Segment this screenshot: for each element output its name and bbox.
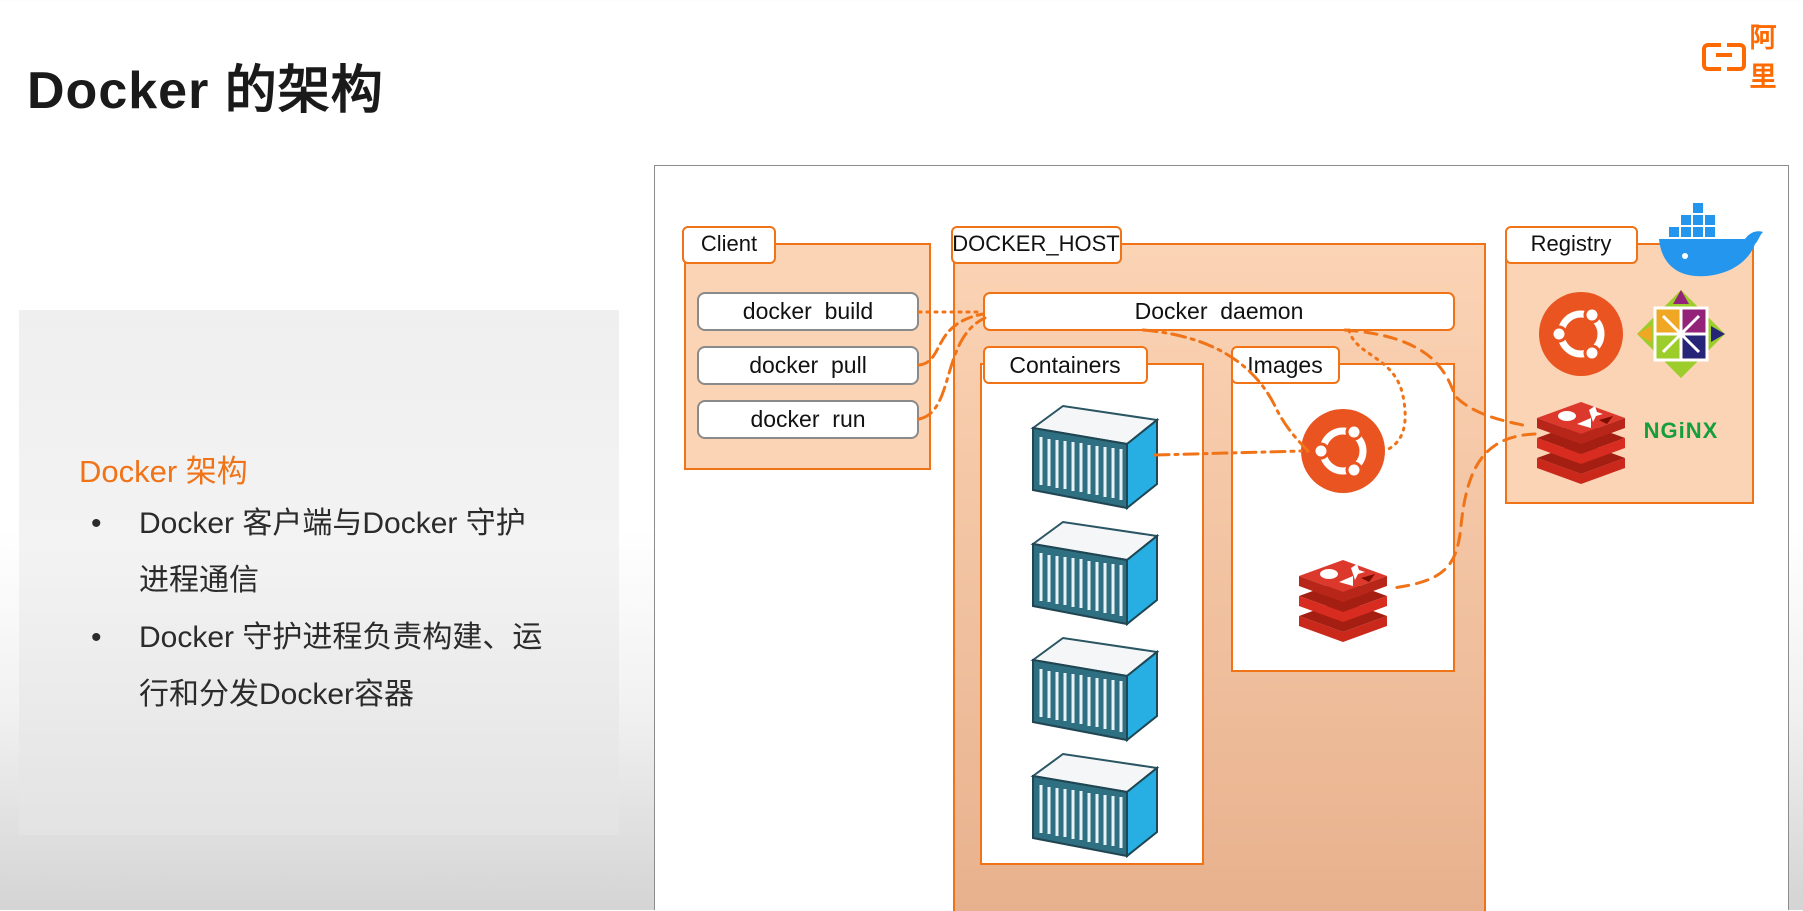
run-connector	[917, 316, 987, 421]
shipping-container-icon	[1031, 636, 1159, 742]
flow-connectors	[917, 310, 1537, 590]
bullet-line: 行和分发Docker容器	[139, 678, 415, 711]
registry-label: Registry	[1531, 231, 1612, 256]
daemon-images-run-connector	[1141, 328, 1310, 453]
brand-logo: 阿里	[1702, 23, 1803, 92]
registry-redis-image-connector	[1391, 432, 1537, 590]
centos-icon	[1637, 290, 1725, 378]
docker-host-label: DOCKER_HOST	[952, 231, 1119, 256]
nginx-logo: NGiNX	[1644, 418, 1719, 443]
daemon-registry-pull-connector	[1343, 328, 1529, 428]
shipping-container-icon	[1031, 752, 1159, 858]
registry-group: Registry	[1505, 203, 1763, 504]
panel-heading: Docker 架构	[79, 454, 248, 489]
brand-text: 阿里	[1749, 23, 1777, 92]
daemon-ubuntu-build-connector	[1347, 328, 1407, 453]
redis-icon	[1537, 402, 1625, 484]
ubuntu-icon	[1539, 292, 1623, 376]
docker-run-command: docker run	[750, 406, 865, 432]
summary-panel: Docker 架构 Docker 客户端与Docker 守护 进程通信 Dock…	[19, 310, 619, 835]
docker-daemon-label: Docker daemon	[1135, 298, 1304, 324]
docker-whale-icon	[1659, 203, 1763, 277]
bullet-line: 进程通信	[139, 564, 259, 597]
pull-connector	[917, 312, 985, 367]
docker-architecture-diagram: Client docker build docker pull docker r…	[654, 165, 1789, 911]
bullet-line: Docker 守护进程负责构建、运	[139, 621, 543, 654]
client-label: Client	[701, 231, 757, 256]
images-label: Images	[1247, 352, 1322, 378]
bullet-line: Docker 客户端与Docker 守护	[139, 507, 526, 540]
shipping-container-icon	[1031, 404, 1159, 510]
alibaba-cloud-logo-icon	[1702, 43, 1746, 71]
shipping-container-icon	[1031, 520, 1159, 626]
bullet-list: Docker 客户端与Docker 守护 进程通信 Docker 守护进程负责构…	[69, 495, 589, 723]
client-group: Client docker build docker pull docker r…	[682, 226, 931, 470]
bullet-item: Docker 客户端与Docker 守护 进程通信	[69, 495, 589, 609]
containers-label: Containers	[1009, 352, 1120, 378]
docker-build-command: docker build	[743, 298, 873, 324]
docker-host-group: DOCKER_HOST Docker daemon Containers Ima…	[951, 226, 1486, 911]
bullet-item: Docker 守护进程负责构建、运 行和分发Docker容器	[69, 609, 589, 723]
page-title: Docker 的架构	[27, 62, 384, 120]
redis-icon	[1299, 560, 1387, 642]
image-container-run-connector	[1153, 449, 1303, 457]
docker-pull-command: docker pull	[749, 352, 867, 378]
ubuntu-icon	[1301, 409, 1385, 493]
